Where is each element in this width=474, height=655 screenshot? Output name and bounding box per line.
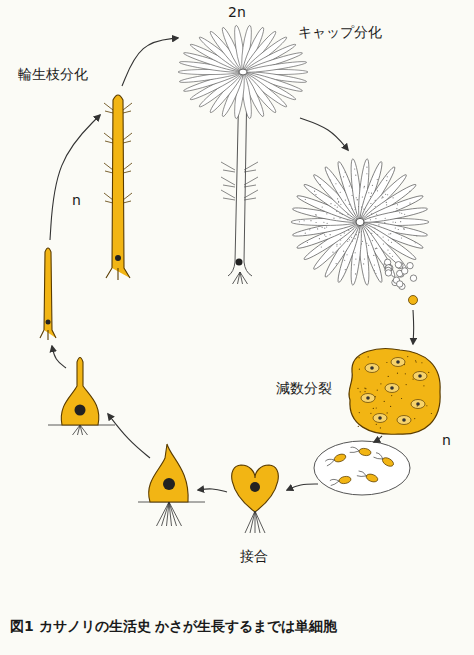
rhizoid [238,272,241,284]
rhizoid [157,502,170,526]
cyst [401,268,407,274]
whorl [104,133,132,143]
rhizoid [255,511,260,533]
stage-label: 2n [228,4,246,21]
cyst-meiosis [349,349,440,435]
cyst [397,281,403,287]
cycle-arrow [52,346,66,368]
cyst [395,262,401,268]
gamete [330,476,352,487]
cycle-arrow [300,118,348,150]
cycle-arrow [108,414,150,458]
cyst [410,275,416,281]
young-cell [149,444,188,502]
cycle-arrow [374,436,382,442]
rhizoid [169,502,182,526]
nucleus [236,259,243,266]
whorl [221,162,258,172]
zygote [232,465,279,512]
rhizoid [167,502,170,526]
figure-caption: 図1 カサノリの生活史 かさが生長するまでは単細胞 [10,618,338,636]
stage-label: 減数分裂 [276,380,332,397]
cycle-arrow [198,489,227,492]
cycle-arrow [287,484,318,490]
rhizoid [162,502,170,526]
gamete [325,453,347,467]
cycle-arrow [50,115,100,240]
germling [61,358,99,426]
gamete [350,446,372,457]
rhizoid [78,425,81,435]
rhizoid [250,511,255,533]
stage-label: 輪生枝分化 [18,66,88,83]
cyst [409,296,418,305]
whorl [221,190,258,200]
gamete [373,451,395,468]
cyst [407,262,413,268]
whorl [104,103,132,113]
rhizoid [233,272,241,284]
whorled-stalk [106,95,130,280]
rhizoid [73,425,81,435]
cap-with-cysts [291,159,429,286]
rhizoid [255,511,265,533]
whorl [104,163,132,173]
stage-label: 接合 [240,548,268,565]
rhizoid [240,272,248,284]
whorl [104,193,132,203]
stage-label: n [442,432,451,449]
rhizoid [80,425,88,435]
cap [178,25,308,119]
young-stalk [40,248,56,340]
cyst [385,270,391,276]
gametangium [314,441,410,495]
stage-label: キャップ分化 [298,24,382,41]
cycle-arrow [122,38,178,86]
cycle-arrow [412,310,414,344]
stage-label: n [72,192,81,209]
whorl [221,177,258,187]
gamete [357,470,379,484]
rhizoid [245,511,255,533]
